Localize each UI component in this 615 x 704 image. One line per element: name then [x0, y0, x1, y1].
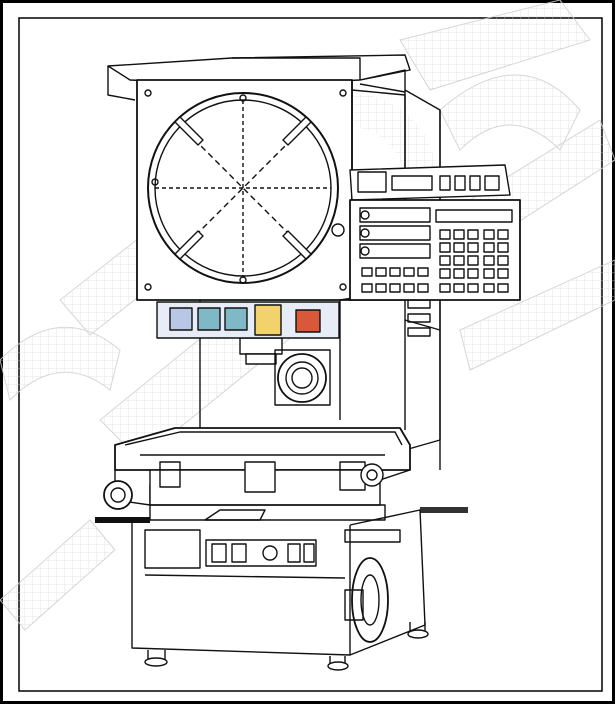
keypad [439, 229, 509, 279]
control-strip [156, 301, 340, 339]
machine-drawing [95, 54, 521, 671]
projection-head [107, 54, 411, 301]
function-keys [361, 267, 509, 293]
base-cabinet [131, 509, 429, 671]
stage [95, 427, 468, 523]
digital-readout [349, 164, 521, 301]
